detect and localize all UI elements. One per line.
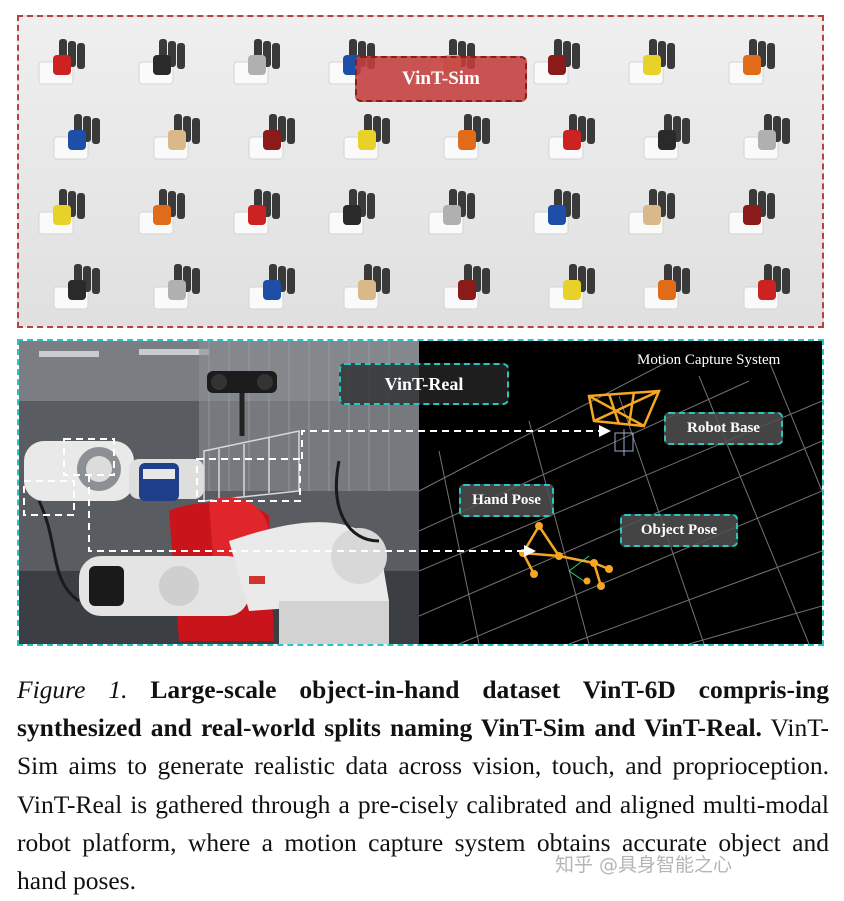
caption-body: VinT-Sim aims to generate realistic data… (17, 713, 829, 896)
vint-sim-panel: VinT-Sim (17, 15, 824, 328)
mocap-title: Motion Capture System (637, 352, 781, 368)
caption-title: Large-scale object-in-hand dataset VinT-… (17, 675, 829, 743)
vint-sim-label: VinT-Sim (355, 56, 527, 102)
figure-caption: Figure 1. Large-scale object-in-hand dat… (17, 671, 829, 900)
vint-real-label: VinT-Real (339, 363, 509, 405)
object-pose-label: Object Pose (620, 514, 738, 547)
vint-real-panel: VinT-Real Motion Capture System Robot Ba… (17, 339, 824, 646)
watermark: 知乎 @具身智能之心 (555, 854, 733, 876)
robot-base-label: Robot Base (664, 412, 783, 445)
hand-pose-label: Hand Pose (459, 484, 554, 517)
robot-photo (19, 341, 419, 644)
callout-arrows (23, 425, 611, 557)
figure-label: Figure 1. (17, 675, 128, 704)
sim-hand-grid (38, 39, 790, 310)
